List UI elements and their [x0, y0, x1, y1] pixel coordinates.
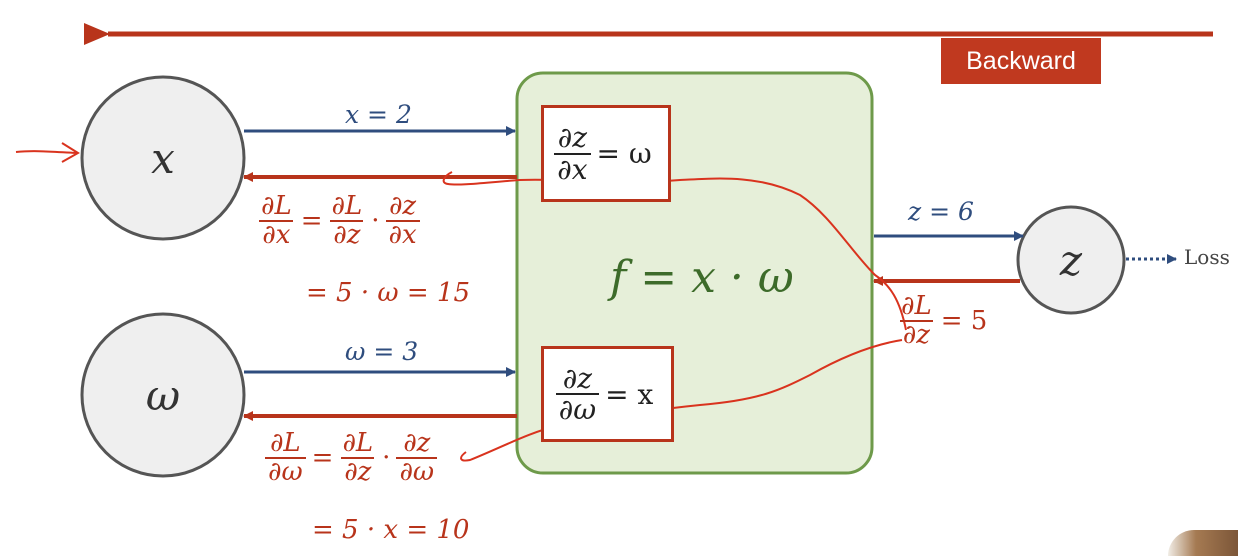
node-w — [80, 312, 246, 478]
dzdx-den: ∂x — [554, 152, 591, 184]
grad-w-lhs-den: ∂ω — [265, 457, 306, 486]
dzdx-num: ∂z — [557, 121, 587, 155]
upstream-rhs: = 5 — [940, 306, 988, 337]
node-x-label: x — [151, 133, 175, 183]
upstream-grad: ∂L∂z = 5 — [898, 291, 993, 350]
grad-w-result: = 5 · x = 10 — [312, 515, 470, 545]
grad-w-equation: ∂L∂ω = ∂L∂z · ∂z∂ω — [265, 428, 438, 487]
grad-x-b-den: ∂x — [385, 220, 420, 249]
node-z-label: z — [1059, 235, 1083, 285]
forward-label-z: z = 6 — [908, 197, 974, 226]
grad-x-b-num: ∂z — [388, 191, 417, 221]
grad-w-equals: = — [311, 443, 334, 474]
local-grad-dzdw-box: ∂z∂ω = x — [541, 346, 674, 442]
handdrawn-path-x — [442, 171, 907, 331]
grad-x-dot: · — [371, 206, 380, 237]
dzdw-rhs: = x — [605, 377, 654, 411]
grad-w-b-den: ∂ω — [396, 457, 438, 486]
handdrawn-input-arrow — [15, 142, 80, 163]
grad-x-result: = 5 · ω = 15 — [306, 278, 470, 308]
grad-w-lhs-num: ∂L — [269, 428, 301, 458]
local-grad-dzdx-box: ∂z∂x = ω — [541, 105, 671, 202]
forward-label-w: ω = 3 — [345, 337, 419, 366]
dzdx-rhs: = ω — [596, 137, 652, 170]
grad-w-a-den: ∂z — [341, 457, 375, 486]
grad-x-a-num: ∂L — [331, 191, 363, 221]
node-z — [1016, 205, 1126, 315]
upstream-den: ∂z — [899, 320, 933, 349]
upstream-num: ∂L — [901, 291, 932, 321]
dzdw-num: ∂z — [562, 361, 593, 395]
forward-label-x: x = 2 — [345, 100, 412, 129]
grad-w-dot: · — [382, 443, 391, 474]
grad-x-lhs-num: ∂L — [261, 191, 292, 221]
node-x — [80, 75, 246, 241]
grad-x-equals: = — [300, 206, 323, 237]
node-w-label: ω — [145, 370, 181, 420]
grad-w-b-num: ∂z — [403, 428, 431, 458]
corner-photo-fragment — [1168, 530, 1238, 556]
function-label: f = x · ω — [610, 252, 794, 303]
grad-x-lhs-den: ∂x — [259, 220, 294, 249]
dzdw-den: ∂ω — [555, 393, 600, 424]
grad-x-equation: ∂L∂x = ∂L∂z · ∂z∂x — [258, 191, 420, 250]
grad-w-a-num: ∂L — [342, 428, 374, 458]
backward-badge: Backward — [941, 38, 1101, 84]
grad-x-a-den: ∂z — [330, 220, 364, 249]
loss-label: Loss — [1184, 245, 1230, 269]
